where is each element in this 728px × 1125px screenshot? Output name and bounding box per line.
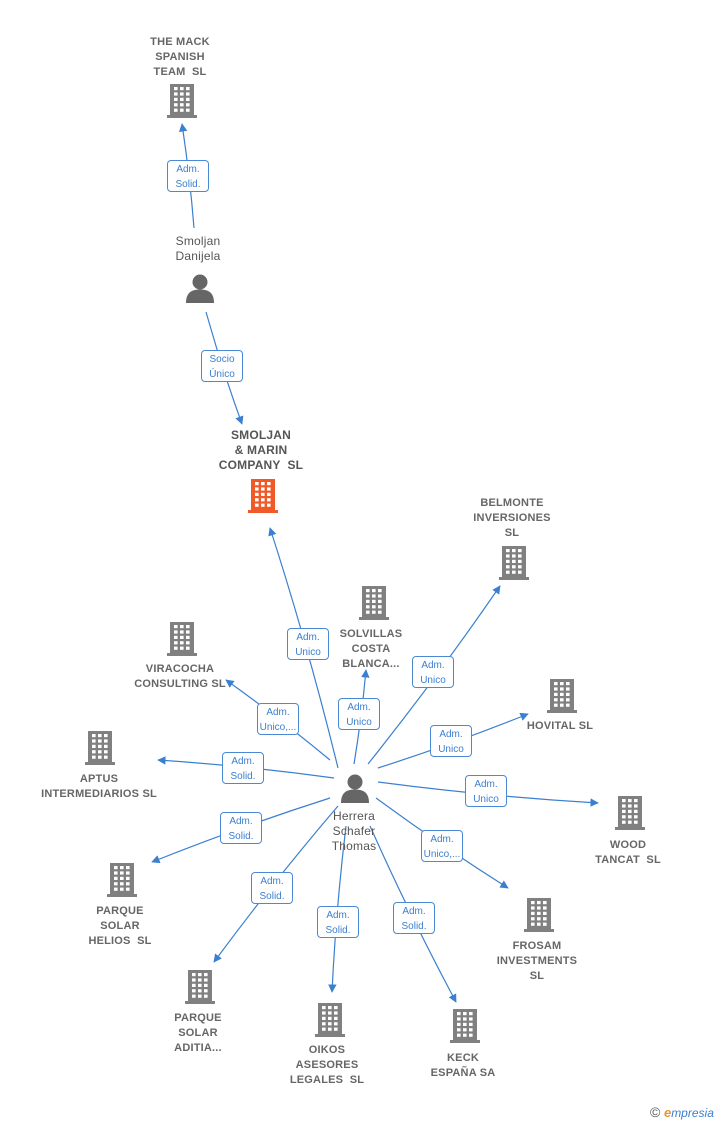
building-icon[interactable] (547, 679, 577, 718)
person-name-herrera[interactable]: Herrera Schafer Thomas (331, 809, 377, 853)
building-icon[interactable] (499, 546, 529, 585)
company-name-keck[interactable]: KECK ESPAÑA SA (430, 1052, 496, 1079)
building-icon[interactable] (248, 479, 278, 518)
person-name-smoljan_d[interactable]: Smoljan Danijela (175, 234, 221, 263)
building-icon[interactable] (359, 586, 389, 625)
company-name-wood[interactable]: WOOD TANCAT SL (595, 839, 661, 866)
company-name-smoljan_co[interactable]: SMOLJAN & MARIN COMPANY SL (218, 428, 304, 472)
building-icon[interactable] (85, 731, 115, 770)
company-name-aptus[interactable]: APTUS INTERMEDIARIOS SL (41, 773, 157, 800)
company-name-solvillas[interactable]: SOLVILLAS COSTA BLANCA... (339, 628, 403, 670)
footer-brand: © empresia (650, 1104, 714, 1120)
edge-role-badge-oikos[interactable]: Adm. Solid. (317, 906, 359, 938)
building-icon[interactable] (450, 1009, 480, 1048)
edge-role-badge-mack[interactable]: Adm. Solid. (167, 160, 209, 192)
brand-logo-e: e (663, 1105, 672, 1120)
building-icon[interactable] (167, 622, 197, 661)
company-name-oikos[interactable]: OIKOS ASESORES LEGALES SL (289, 1044, 365, 1086)
building-icon[interactable] (107, 863, 137, 902)
person-icon[interactable] (340, 773, 370, 808)
edge-role-badge-hovital[interactable]: Adm. Unico (430, 725, 472, 757)
building-icon[interactable] (185, 970, 215, 1009)
person-icon[interactable] (185, 273, 215, 308)
company-name-frosam[interactable]: FROSAM INVESTMENTS SL (496, 940, 578, 982)
company-name-mack[interactable]: THE MACK SPANISH TEAM SL (150, 36, 210, 78)
company-name-belmonte[interactable]: BELMONTE INVERSIONES SL (473, 497, 551, 539)
company-name-hovital[interactable]: HOVITAL SL (526, 720, 594, 732)
edge-role-badge-smoljan_co[interactable]: Socio Único (201, 350, 243, 382)
edge-role-badge-belmonte[interactable]: Adm. Unico (412, 656, 454, 688)
edge-role-badge-helios[interactable]: Adm. Solid. (220, 812, 262, 844)
edge-role-badge-solvillas[interactable]: Adm. Unico (338, 698, 380, 730)
edge-role-badge-aditia[interactable]: Adm. Solid. (251, 872, 293, 904)
edge-role-badge-keck[interactable]: Adm. Solid. (393, 902, 435, 934)
edge-role-badge-viracocha[interactable]: Adm. Unico,... (257, 703, 299, 735)
building-icon[interactable] (615, 796, 645, 835)
company-name-aditia[interactable]: PARQUE SOLAR ADITIA... (174, 1012, 222, 1054)
brand-logo-text: mpresia (671, 1106, 714, 1120)
building-icon[interactable] (167, 84, 197, 123)
edge-role-badge-frosam[interactable]: Adm. Unico,... (421, 830, 463, 862)
building-icon[interactable] (524, 898, 554, 937)
building-icon[interactable] (315, 1003, 345, 1042)
company-name-helios[interactable]: PARQUE SOLAR HELIOS SL (88, 905, 152, 947)
copyright-symbol: © (650, 1104, 661, 1120)
company-name-viracocha[interactable]: VIRACOCHA CONSULTING SL (134, 663, 226, 690)
edge-role-badge-wood[interactable]: Adm. Unico (465, 775, 507, 807)
edge-role-badge-aptus[interactable]: Adm. Solid. (222, 752, 264, 784)
edge-role-badge-smoljan_co[interactable]: Adm. Unico (287, 628, 329, 660)
